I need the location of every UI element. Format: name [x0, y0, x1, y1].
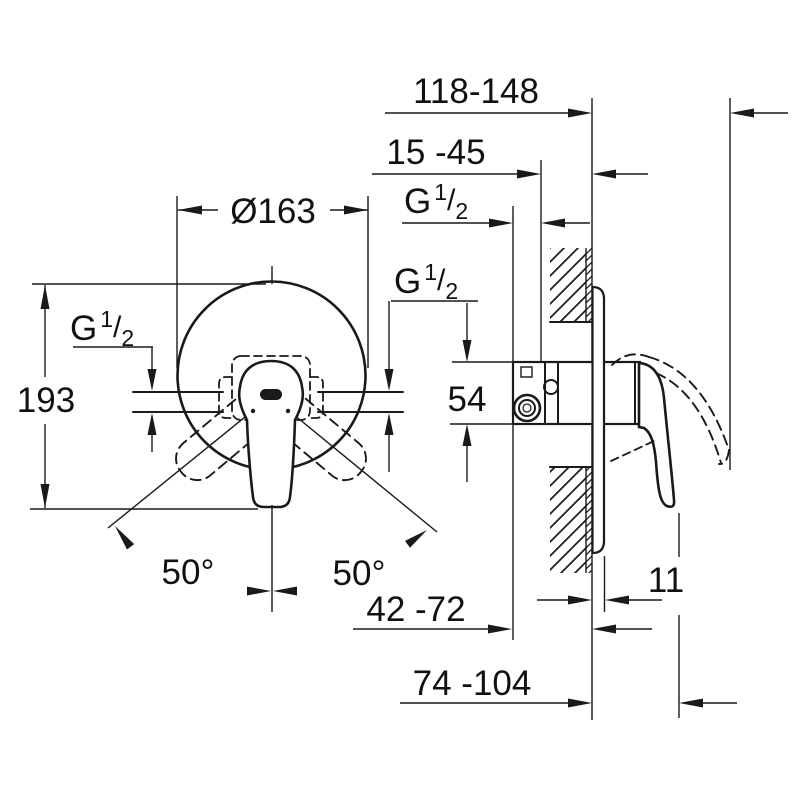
dim-swing-angles: 50° 50° [115, 505, 427, 612]
handle-lever-side [637, 361, 676, 509]
dim-42-72: 42 -72 [353, 424, 652, 640]
screw-dot-left [250, 408, 256, 414]
dim-74-104-label: 74 -104 [413, 664, 532, 703]
dim-118-148: 118-148 [385, 72, 788, 470]
swing-axis-left-line [107, 395, 272, 529]
height-label: 193 [17, 381, 75, 420]
dim-11: 11 [537, 556, 684, 612]
wall-hatch-upper [549, 248, 592, 323]
angle-right-label: 50° [333, 554, 386, 593]
dim-42-72-label: 42 -72 [366, 590, 465, 629]
dim-overall-height: 193 [17, 283, 266, 510]
lever-raised-dashed [610, 353, 730, 465]
valve-body-internals [512, 361, 636, 425]
diameter-label: Ø163 [230, 192, 316, 231]
angle-left-label: 50° [162, 553, 215, 592]
dim-11-label: 11 [648, 561, 684, 600]
dim-118-148-label: 118-148 [413, 72, 539, 111]
escutcheon-side-profile [591, 285, 606, 555]
handle-logo-slot [260, 389, 282, 400]
handle-lever-front [237, 359, 305, 509]
bracket-mark [520, 366, 533, 378]
front-view [107, 266, 438, 533]
dim-15-45: 15 -45 [372, 133, 648, 179]
side-view [511, 98, 730, 720]
dim-54-label: 54 [448, 380, 487, 419]
dim-74-104: 74 -104 [400, 513, 737, 718]
wall-hatch-lower [549, 466, 592, 573]
dim-15-45-label: 15 -45 [386, 133, 485, 172]
dim-diameter: Ø163 [176, 192, 369, 368]
screw-dot-right [285, 408, 291, 414]
swing-axis-right-line [270, 395, 438, 533]
dim-54: 54 [448, 303, 513, 482]
